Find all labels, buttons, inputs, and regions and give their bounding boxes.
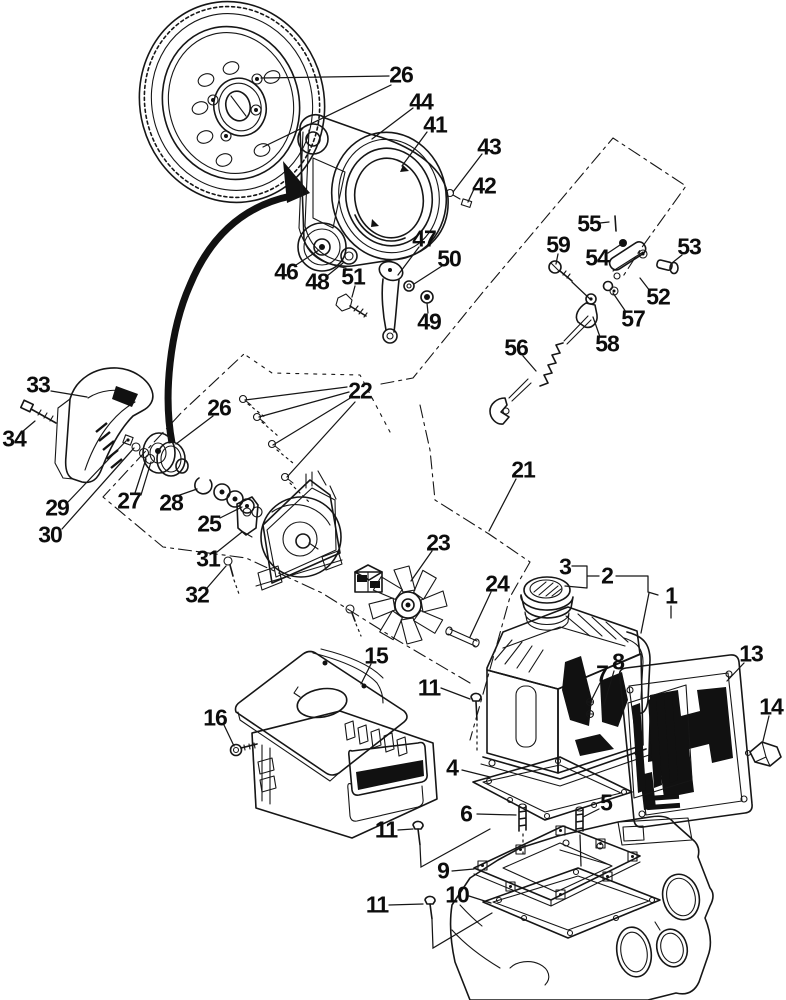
- governor-linkage: [489, 215, 679, 425]
- blower-housing-group: [238, 394, 480, 648]
- side-panel-group: [618, 654, 782, 828]
- base-and-block-group: [412, 756, 714, 1000]
- fuel-tank-group: [470, 576, 651, 787]
- pulley-guard-group: [19, 367, 362, 637]
- air-cover-group: [229, 648, 438, 839]
- region-boundaries: [102, 137, 687, 741]
- assembly-direction-arrow: [164, 161, 310, 444]
- leader-lines: [21, 75, 770, 906]
- clutch-bracket-assembly: [297, 113, 473, 344]
- flywheel: [138, 0, 326, 204]
